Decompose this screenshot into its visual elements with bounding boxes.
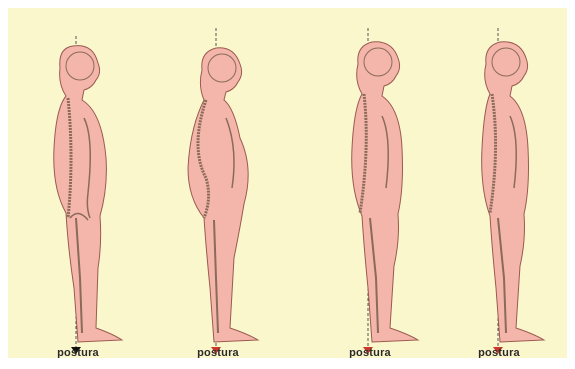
figure-2: postura [158,8,298,358]
figure-1: postura [18,8,158,358]
figure-3-body [320,8,460,358]
figure-4: postura [446,8,575,358]
posture-diagram-panel: postura postura postura [8,8,567,358]
bottom-strip [8,358,567,369]
figure-3: postura [320,8,460,358]
figure-4-body [446,8,575,358]
figure-1-body [18,8,158,358]
figure-2-body [158,8,298,358]
